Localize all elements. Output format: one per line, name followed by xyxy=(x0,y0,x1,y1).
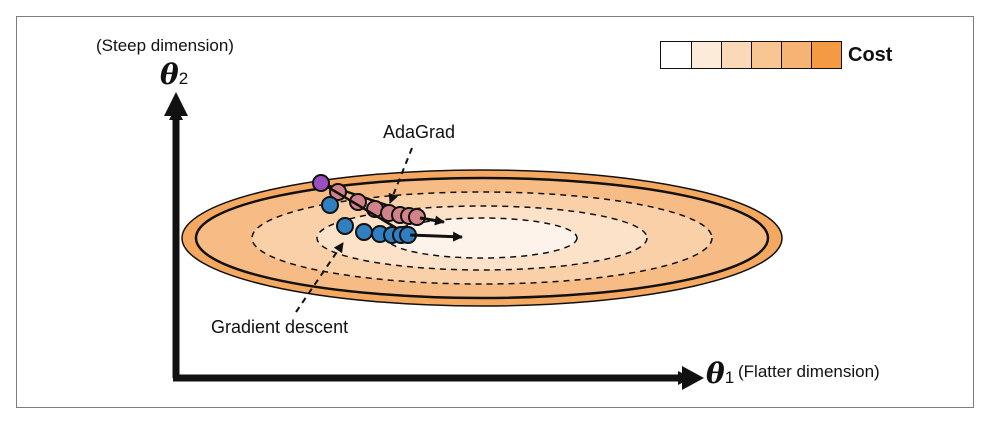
cost-swatch xyxy=(751,42,781,68)
theta1-axis-label: θ1 xyxy=(706,357,734,390)
adagrad-point xyxy=(408,208,426,226)
theta-symbol: θ xyxy=(706,357,725,390)
cost-swatch xyxy=(811,42,841,68)
theta1-axis-arrowhead xyxy=(682,366,704,390)
cost-swatch xyxy=(661,42,691,68)
adagrad-point xyxy=(349,193,367,211)
theta2-subscript: 2 xyxy=(178,69,189,88)
start-point xyxy=(312,174,330,192)
gradient-descent-callout-line xyxy=(295,242,344,313)
theta2-axis-label: θ2 xyxy=(160,58,188,91)
adagrad-callout-line xyxy=(388,147,413,204)
gradient-descent-label: Gradient descent xyxy=(211,317,349,337)
theta2-axis-arrowhead xyxy=(164,92,188,116)
adagrad-label: AdaGrad xyxy=(383,122,456,142)
cost-swatch xyxy=(721,42,751,68)
gradient-descent-point xyxy=(355,223,373,241)
gradient-descent-point xyxy=(321,196,339,214)
gradient-descent-direction-arrow xyxy=(409,231,463,242)
flatter-dimension-label: (Flatter dimension) xyxy=(738,362,880,381)
adagrad-points xyxy=(329,183,426,226)
adagrad-direction-arrow xyxy=(419,215,445,226)
steep-dimension-label: (Steep dimension) xyxy=(96,36,234,55)
cost-legend-label: Cost xyxy=(848,43,893,66)
cost-swatch xyxy=(691,42,721,68)
figure-frame xyxy=(16,16,974,408)
theta-symbol: θ xyxy=(160,58,179,91)
gradient-descent-points xyxy=(321,196,417,244)
cost-legend: Cost xyxy=(660,40,892,70)
cost-legend-swatches xyxy=(660,41,842,69)
theta1-subscript: 1 xyxy=(724,368,735,387)
cost-swatch xyxy=(781,42,811,68)
gradient-descent-point xyxy=(336,217,354,235)
